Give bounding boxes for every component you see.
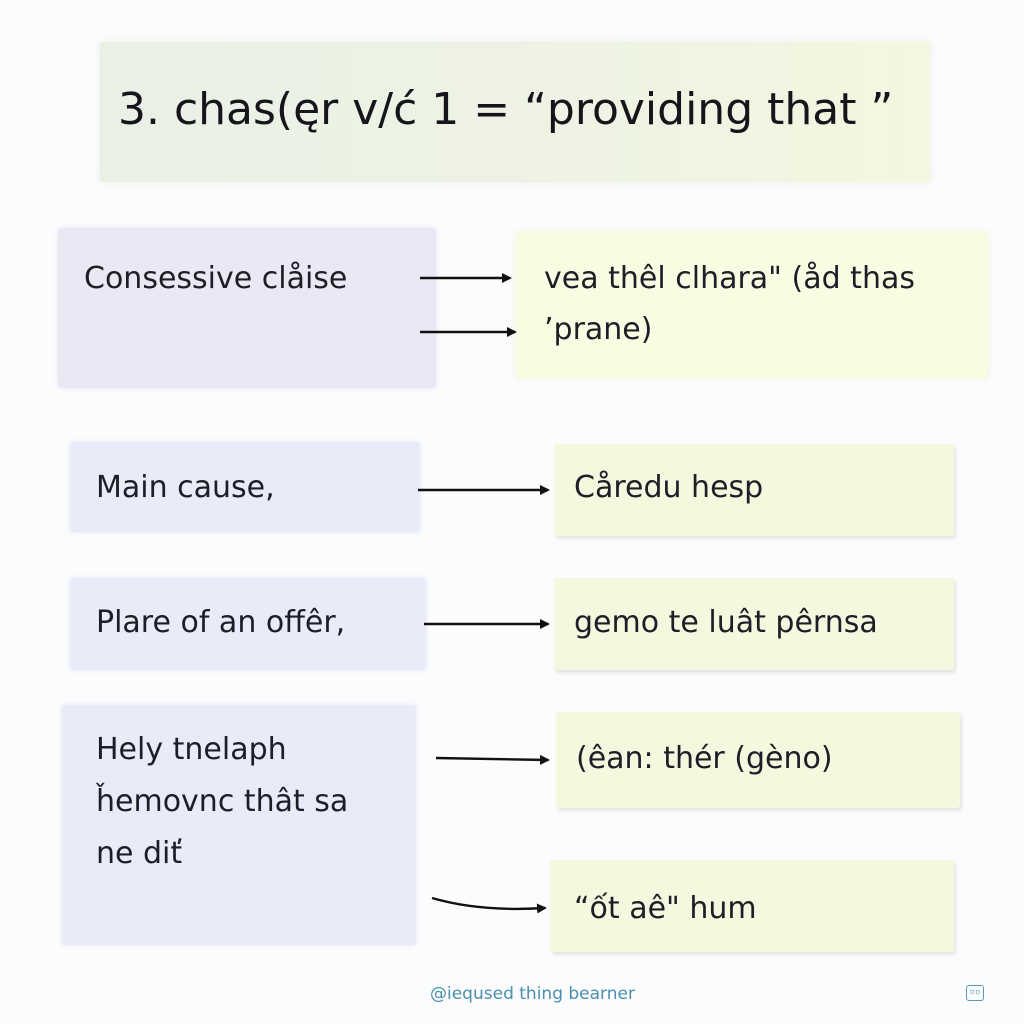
left-label-4b: ȟemovnc thât sa [96, 784, 349, 819]
right-box-4b [550, 860, 954, 952]
right-box-4a [556, 712, 960, 808]
left-label-2: Main cause, [96, 470, 275, 505]
left-box-concessive-clause [58, 228, 436, 388]
arrow-row4-top [435, 754, 550, 765]
left-box-offer [70, 578, 426, 670]
right-label-1a: vea thêl clhara" (åd thas [544, 261, 915, 296]
right-label-3: gemo te luât pêrnsa [574, 605, 878, 640]
arrow-row4-bottom [431, 896, 547, 914]
left-box-main-cause [70, 442, 420, 532]
footer-credit: @ieqused thing bearner [430, 984, 635, 1004]
right-box-3 [554, 578, 954, 670]
right-box-2 [554, 444, 954, 536]
title-band [100, 42, 930, 182]
right-label-4b: “ốt aê" hum [574, 891, 757, 926]
left-label-1: Consessive clåise [84, 261, 348, 296]
left-box-multiline [62, 705, 416, 945]
right-box-1 [516, 232, 988, 378]
right-label-4a: (êan: thér (gèno) [576, 741, 833, 776]
left-label-4a: Hely tnelaph [96, 732, 287, 767]
title: 3. chas(ęr v/ć 1 = “providing that ” [118, 84, 894, 135]
left-label-3: Plare of an offêr, [96, 605, 346, 640]
right-label-1b: ’prane) [544, 312, 653, 347]
small-square-icon: ▫▫ [966, 985, 984, 1001]
right-label-2: Cåredu hesp [574, 470, 764, 505]
left-label-4c: ne diť [96, 836, 183, 871]
